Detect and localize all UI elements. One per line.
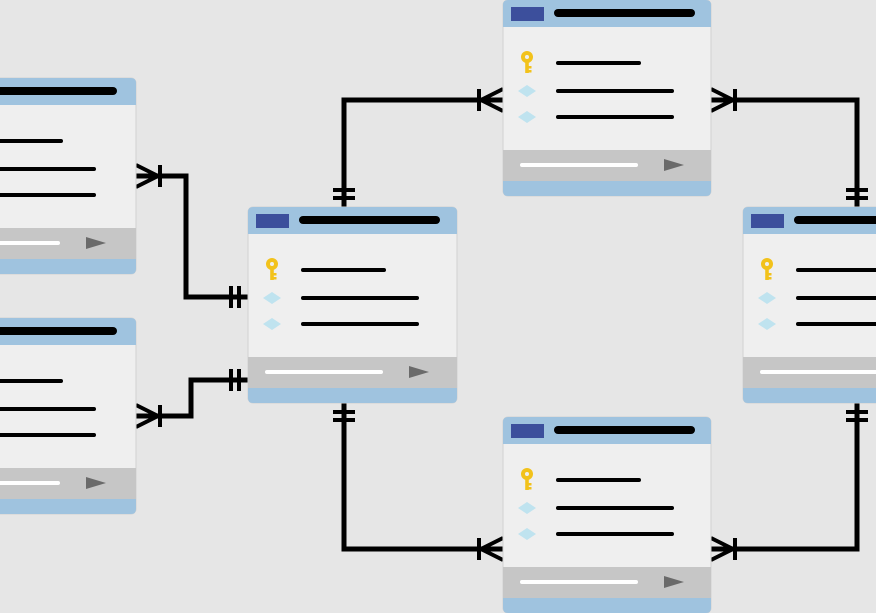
header-tag-icon: [511, 7, 544, 21]
field-row: [266, 258, 386, 280]
crowfoot-mark: [480, 536, 504, 551]
key-icon: [761, 258, 773, 280]
key-icon: [521, 468, 533, 490]
relationship-center-top: [333, 87, 504, 207]
field-row: [518, 111, 674, 123]
field-row: [758, 318, 876, 330]
diamond-icon: [518, 528, 536, 540]
play-arrow-icon: [664, 159, 684, 171]
crowfoot-mark: [710, 98, 734, 113]
relationship-lines: [135, 87, 868, 562]
field-row: [263, 318, 419, 330]
entity-table-right: [742, 206, 876, 404]
entity-table-left-bottom: [0, 317, 137, 515]
crowfoot-mark: [135, 414, 159, 429]
diamond-icon: [758, 292, 776, 304]
field-row: [518, 85, 674, 97]
relationship-center-bottom: [333, 403, 504, 562]
relationship-line: [711, 403, 860, 552]
diamond-icon: [263, 292, 281, 304]
header-tag-icon: [751, 214, 784, 228]
key-icon: [521, 51, 533, 73]
table-bottom-band: [248, 388, 457, 403]
play-arrow-icon: [409, 366, 429, 378]
header-tag-icon: [256, 214, 289, 228]
play-arrow-icon: [86, 477, 106, 489]
field-row: [521, 468, 641, 490]
relationship-right-top: [710, 87, 868, 207]
relationship-line: [136, 173, 248, 300]
diamond-icon: [518, 85, 536, 97]
relationship-line: [341, 97, 503, 207]
table-bottom-band: [503, 598, 711, 613]
relationship-line: [136, 377, 248, 419]
crowfoot-mark: [135, 403, 159, 418]
entity-table-left-top: [0, 77, 137, 275]
crowfoot-mark: [135, 174, 159, 189]
crowfoot-mark: [710, 536, 734, 551]
crowfoot-mark: [480, 87, 504, 102]
header-tag-icon: [511, 424, 544, 438]
crowfoot-mark: [480, 547, 504, 562]
crowfoot-mark: [710, 87, 734, 102]
play-arrow-icon: [664, 576, 684, 588]
diamond-icon: [518, 502, 536, 514]
table-bottom-band: [503, 181, 711, 196]
play-arrow-icon: [86, 237, 106, 249]
relationship-line: [341, 403, 503, 552]
relationship-left-top-center: [135, 163, 248, 308]
field-row: [761, 258, 876, 280]
relationship-right-bottom: [710, 403, 868, 562]
diamond-icon: [263, 318, 281, 330]
entity-table-top: [502, 0, 712, 197]
entity-table-bottom: [502, 416, 712, 613]
crowfoot-mark: [135, 163, 159, 178]
entity-table-center: [247, 206, 458, 404]
relationship-left-bottom-center: [135, 369, 248, 429]
crowfoot-mark: [710, 547, 734, 562]
table-bottom-band: [743, 388, 876, 403]
field-row: [521, 51, 641, 73]
field-row: [518, 528, 674, 540]
crowfoot-mark: [480, 98, 504, 113]
relationship-line: [711, 97, 860, 207]
key-icon: [266, 258, 278, 280]
table-bottom-band: [0, 499, 136, 514]
field-row: [758, 292, 876, 304]
diamond-icon: [758, 318, 776, 330]
field-row: [518, 502, 674, 514]
table-bottom-band: [0, 259, 136, 274]
field-row: [263, 292, 419, 304]
diamond-icon: [518, 111, 536, 123]
